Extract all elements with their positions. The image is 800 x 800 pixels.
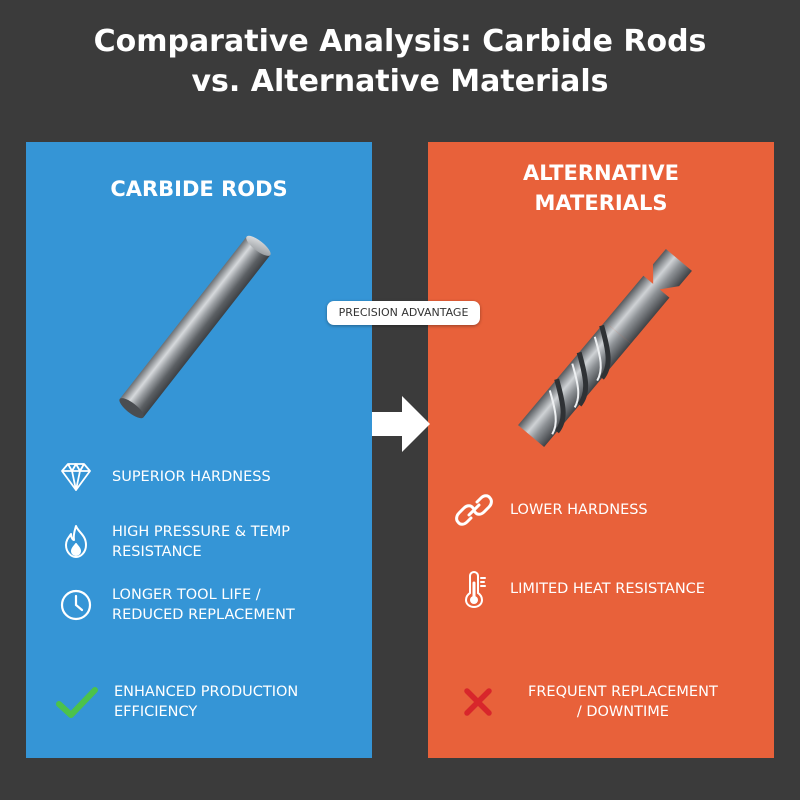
feature-frequent-replacement: FREQUENT REPLACEMENT / DOWNTIME — [458, 682, 718, 722]
thermometer-icon — [464, 570, 486, 609]
feature-label: LONGER TOOL LIFE / REDUCED REPLACEMENT — [112, 585, 295, 625]
cross-icon — [464, 688, 492, 716]
feature-label-line: LONGER TOOL LIFE / — [112, 587, 261, 603]
feature-label: HIGH PRESSURE & TEMP RESISTANCE — [112, 522, 290, 562]
alternative-materials-panel: ALTERNATIVE MATERIALS LOWER HARDNESS LIM… — [428, 142, 774, 758]
checkmark-icon — [56, 687, 98, 718]
flame-icon — [65, 525, 87, 558]
feature-label-line: LIMITED HEAT RESISTANCE — [510, 581, 705, 597]
feature-label: SUPERIOR HARDNESS — [112, 467, 271, 487]
page-title-line-1: Comparative Analysis: Carbide Rods — [93, 24, 707, 59]
feature-label-line: RESISTANCE — [112, 544, 202, 560]
feature-label-line: HIGH PRESSURE & TEMP — [112, 524, 290, 540]
feature-label-line: EFFICIENCY — [114, 704, 198, 720]
feature-superior-hardness: SUPERIOR HARDNESS — [56, 457, 271, 497]
feature-label: LOWER HARDNESS — [510, 500, 648, 520]
feature-label-line: SUPERIOR HARDNESS — [112, 469, 271, 485]
feature-label-line: FREQUENT REPLACEMENT — [528, 684, 718, 700]
carbide-rods-heading: CARBIDE RODS — [26, 174, 372, 204]
broken-chain-icon — [455, 494, 493, 526]
alternative-materials-heading-line-1: ALTERNATIVE — [523, 161, 679, 185]
feature-label: FREQUENT REPLACEMENT / DOWNTIME — [528, 682, 718, 722]
alternative-materials-heading-line-2: MATERIALS — [534, 191, 668, 215]
carbide-rod-image — [119, 235, 271, 419]
diamond-icon — [61, 463, 91, 491]
carbide-rods-heading-text: CARBIDE RODS — [110, 177, 288, 201]
drill-bit-image — [518, 248, 692, 448]
feature-label: LIMITED HEAT RESISTANCE — [510, 579, 705, 599]
precision-advantage-badge: PRECISION ADVANTAGE — [327, 301, 480, 325]
feature-label-line: ENHANCED PRODUCTION — [114, 684, 299, 700]
arrow-right-icon — [372, 396, 430, 452]
clock-icon — [60, 589, 92, 621]
feature-limited-heat-resistance: LIMITED HEAT RESISTANCE — [454, 569, 705, 609]
alternative-materials-heading: ALTERNATIVE MATERIALS — [428, 158, 774, 218]
feature-label-line: LOWER HARDNESS — [510, 502, 648, 518]
page-title-line-2: vs. Alternative Materials — [191, 64, 609, 99]
feature-longer-tool-life: LONGER TOOL LIFE / REDUCED REPLACEMENT — [56, 585, 295, 625]
feature-enhanced-production: ENHANCED PRODUCTION EFFICIENCY — [54, 682, 298, 722]
page-title: Comparative Analysis: Carbide Rods vs. A… — [0, 22, 800, 102]
feature-high-pressure-temp: HIGH PRESSURE & TEMP RESISTANCE — [56, 522, 290, 562]
carbide-rods-panel: CARBIDE RODS SUPERIOR HARDNESS HIGH PRES… — [26, 142, 372, 758]
feature-label-line: / DOWNTIME — [576, 704, 669, 720]
feature-label-line: REDUCED REPLACEMENT — [112, 607, 295, 623]
feature-label: ENHANCED PRODUCTION EFFICIENCY — [114, 682, 298, 722]
feature-lower-hardness: LOWER HARDNESS — [454, 490, 648, 530]
